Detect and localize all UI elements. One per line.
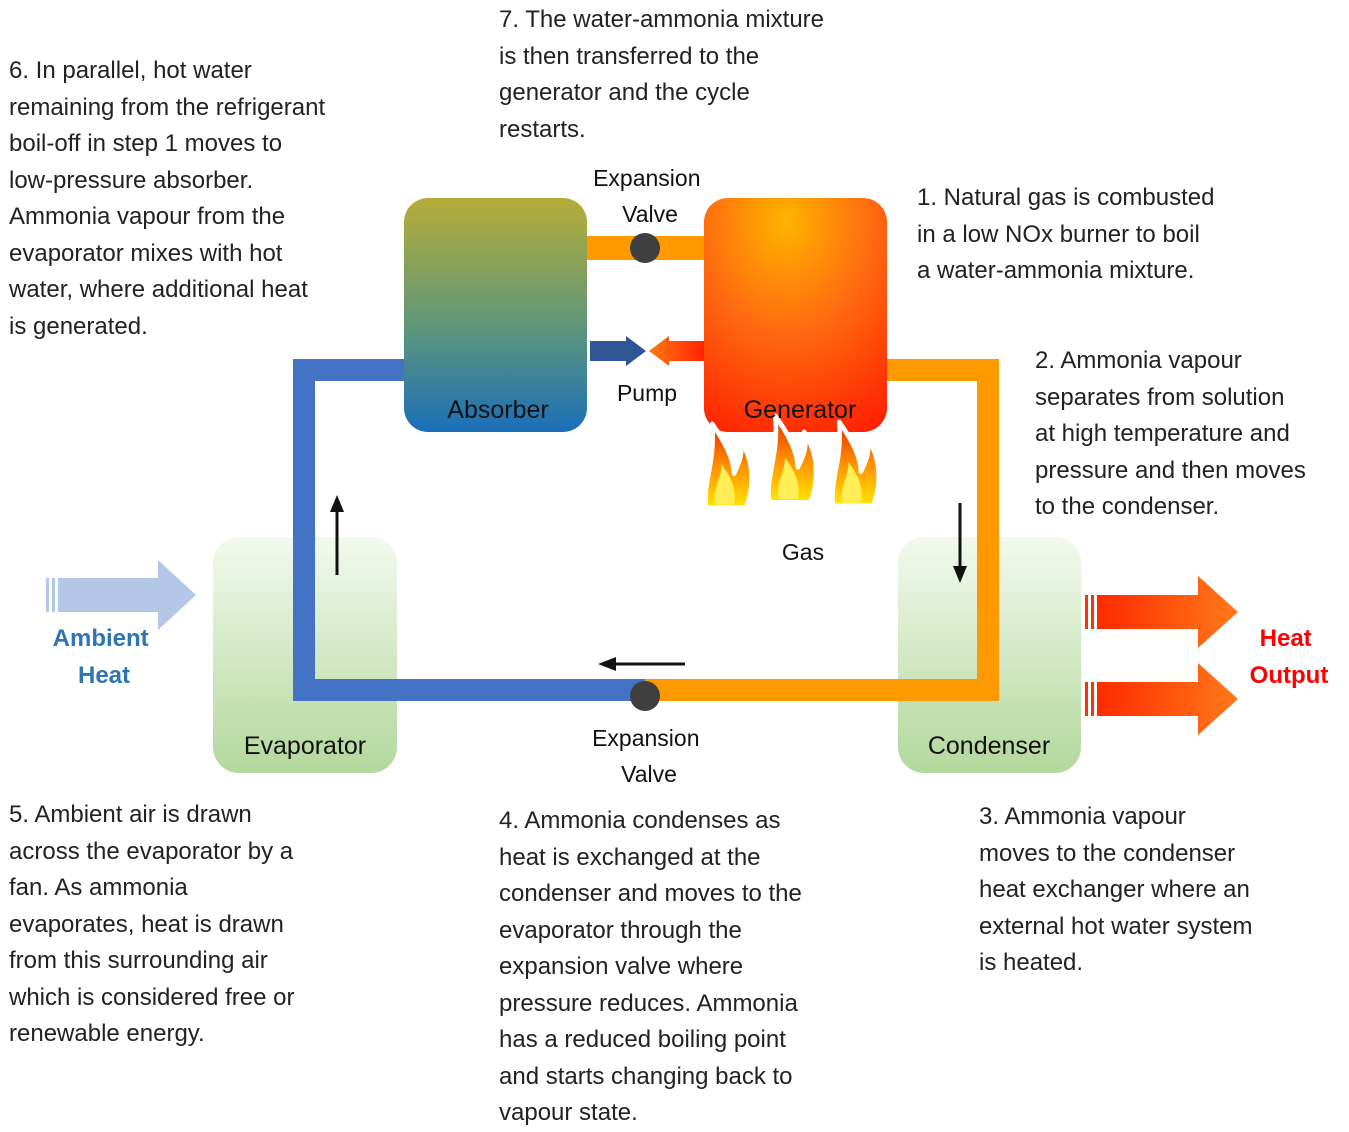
pump-label: Pump bbox=[617, 380, 677, 406]
step-3-text: 3. Ammonia vapour moves to the condenser… bbox=[979, 803, 1253, 976]
absorber-box bbox=[404, 198, 587, 432]
heat-output-arrow-1 bbox=[1085, 576, 1238, 648]
condenser-label: Condenser bbox=[928, 732, 1050, 760]
expansion-valve-bottom-label: Expansion Valve bbox=[592, 725, 706, 787]
ambient-heat-label: Ambient Heat bbox=[53, 625, 156, 689]
step-5-text: 5. Ambient air is drawn across the evapo… bbox=[9, 801, 295, 1047]
flow-arrow-down bbox=[953, 503, 967, 583]
flow-arrow-up bbox=[330, 495, 344, 575]
heat-output-label: Heat Output bbox=[1250, 625, 1329, 689]
gas-label: Gas bbox=[782, 539, 824, 565]
generator-box bbox=[704, 198, 887, 432]
step-2-text: 2. Ammonia vapour separates from solutio… bbox=[1035, 347, 1306, 520]
step-7-text: 7. The water-ammonia mixture is then tra… bbox=[499, 6, 825, 143]
expansion-valve-top-label: Expansion Valve bbox=[593, 165, 707, 227]
generator-label: Generator bbox=[744, 396, 857, 424]
pump-arrow-hot bbox=[649, 336, 710, 366]
absorber-label: Absorber bbox=[447, 396, 548, 424]
step-1-text: 1. Natural gas is combusted in a low NOx… bbox=[917, 184, 1215, 284]
expansion-valve-bottom bbox=[630, 681, 660, 711]
evaporator-label: Evaporator bbox=[244, 732, 366, 760]
ambient-heat-arrow bbox=[46, 560, 196, 630]
step-4-text: 4. Ammonia condenses as heat is exchange… bbox=[499, 807, 802, 1126]
flow-arrow-left bbox=[598, 657, 685, 671]
cold-pipe bbox=[293, 359, 645, 701]
hot-pipe bbox=[645, 359, 999, 701]
step-6-text: 6. In parallel, hot water remaining from… bbox=[9, 57, 326, 340]
expansion-valve-top bbox=[630, 233, 660, 263]
pump-arrow-cold bbox=[590, 336, 646, 366]
heat-output-arrow-2 bbox=[1085, 663, 1238, 735]
